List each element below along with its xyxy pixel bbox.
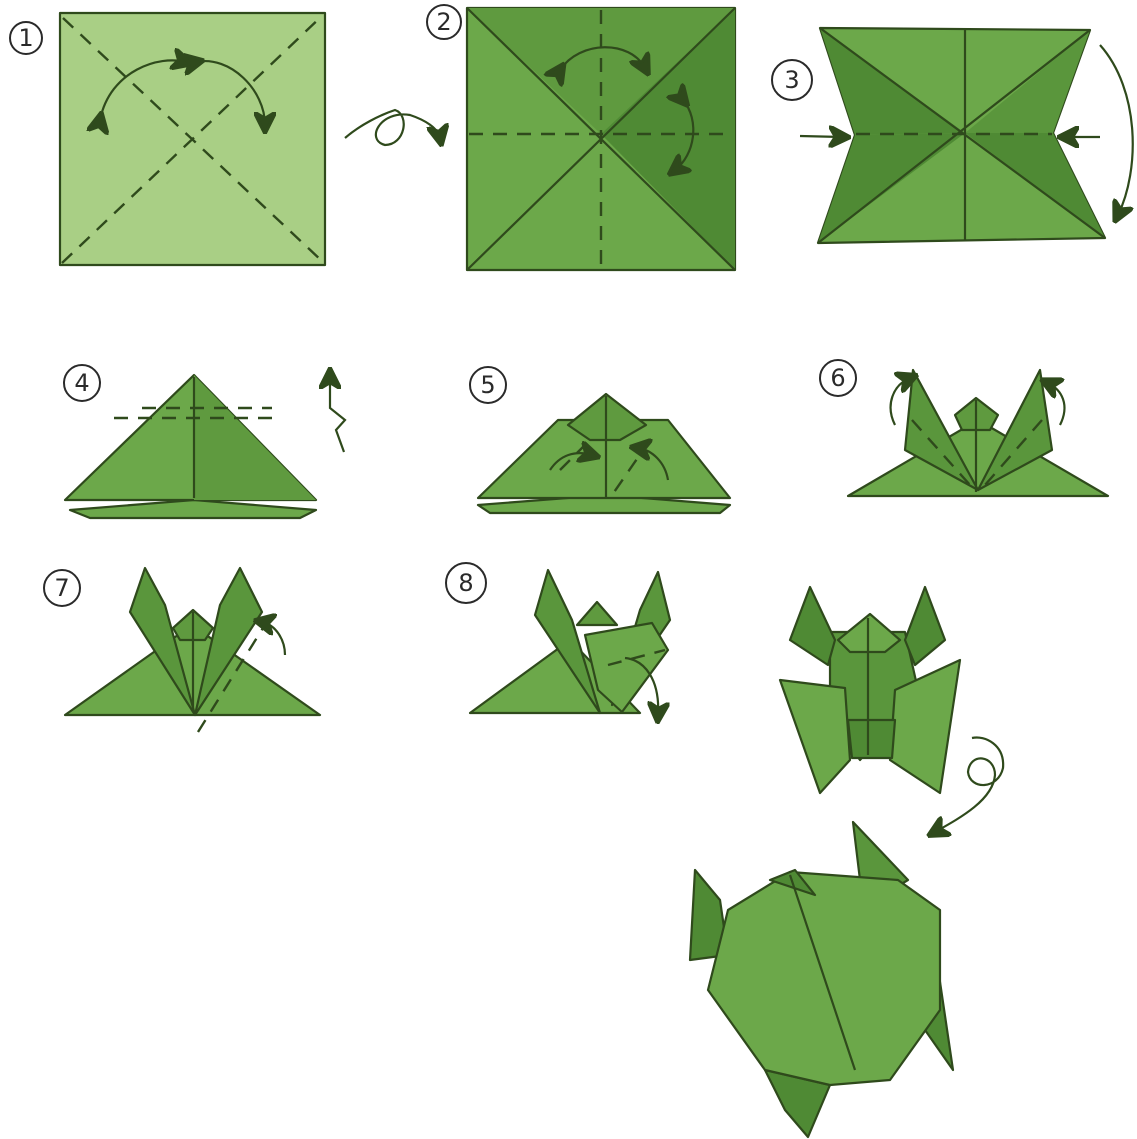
step-1-number: 1 xyxy=(9,21,43,55)
step-4-fold-up-arrow xyxy=(330,376,347,453)
step-3: 3 xyxy=(771,26,1134,245)
step-3-fold-arrow xyxy=(1099,44,1134,215)
turn-over-arrow-2 xyxy=(935,736,1005,832)
step-6-fold-arrow-left xyxy=(889,378,910,426)
step-2-number: 2 xyxy=(426,4,462,40)
step-1-fold-arrow-right xyxy=(196,61,265,125)
step-6-left-flap xyxy=(903,368,980,492)
step-6-label: 6 xyxy=(830,364,845,392)
turtle-shell-crease xyxy=(788,874,857,1071)
step-2-fold-arrow-right xyxy=(675,100,695,170)
step-6-fold-lines xyxy=(911,419,1043,486)
step-2: 2 xyxy=(426,4,737,272)
step-4-number: 4 xyxy=(63,364,101,402)
step-7: 7 xyxy=(43,566,322,733)
step-8-fold-line xyxy=(607,648,666,667)
step-2-fold-arrow-top xyxy=(560,46,645,70)
step-3-label: 3 xyxy=(784,66,799,94)
step-8-folded-flap xyxy=(583,621,670,714)
step-4-label: 4 xyxy=(74,369,89,397)
step-7-right-point xyxy=(193,566,264,717)
step-3-number: 3 xyxy=(771,59,813,101)
step-7-label: 7 xyxy=(54,574,69,602)
step-6-base xyxy=(846,418,1110,498)
step-5: 5 xyxy=(469,366,732,515)
step-7-fold-arrow xyxy=(262,622,287,656)
turn-over-arrow-1 xyxy=(344,108,440,145)
step-5-label: 5 xyxy=(480,371,495,399)
step-1: 1 xyxy=(9,11,327,267)
step-6-right-flap xyxy=(976,368,1054,492)
step-8-fold-arrow xyxy=(624,656,658,715)
step-6: 6 xyxy=(819,359,1110,498)
step-2-label: 2 xyxy=(436,8,451,36)
step-1-fold-arrow-left xyxy=(100,60,185,120)
underside-front-left-flipper xyxy=(788,585,837,667)
step-8-left-point xyxy=(533,568,602,715)
underside-front-right-flipper xyxy=(903,585,947,667)
step-5-fold-arrow-right xyxy=(638,448,670,481)
step-8-label: 8 xyxy=(458,569,473,597)
step-7-number: 7 xyxy=(43,569,81,607)
finished-turtle xyxy=(688,820,955,1139)
step-5-fold-arrow-left xyxy=(549,453,592,471)
step-4-fold-lines xyxy=(114,406,272,420)
step-8-number: 8 xyxy=(445,562,487,604)
underside-rear-left-flipper xyxy=(778,678,852,795)
step-3-push-arrow-left xyxy=(799,136,842,137)
step-6-fold-arrow-right xyxy=(1048,383,1066,426)
step-4: 4 xyxy=(63,364,347,520)
step-8: 8 xyxy=(445,562,672,715)
turtle-underside xyxy=(778,585,962,795)
step-6-number: 6 xyxy=(819,359,857,397)
step-5-number: 5 xyxy=(469,366,507,404)
step-1-label: 1 xyxy=(18,24,33,52)
